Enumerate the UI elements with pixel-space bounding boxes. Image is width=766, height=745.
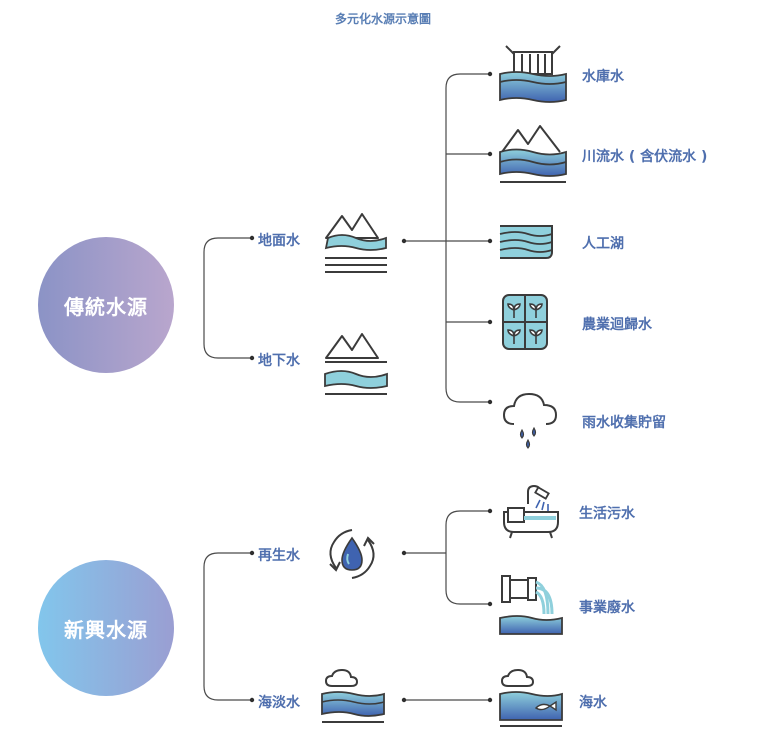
reclaimed-trunk [445,510,461,605]
industrial-wastewater-label: 事業廢水 [579,600,635,616]
dam-icon [499,45,567,103]
bathtub-icon [503,484,559,539]
surface-trunk [445,73,461,403]
traditional-bracket [203,237,252,359]
diagram-title: 多元化水源示意圖 [334,12,431,26]
recycle-drop-icon [329,529,375,579]
reservoir-water-label: 水庫水 [582,69,624,85]
sea-cloud-icon [321,668,385,723]
domestic-sewage-label: 生活污水 [579,506,635,522]
river-water-label: 川流水 ( 含伏流水 ) [582,149,708,165]
artificial-lake-label: 人工湖 [582,236,624,252]
drain-pipe-icon [499,575,563,635]
mountain-lake-icon [324,213,387,273]
rainwater-harvesting-label: 雨水收集貯留 [582,415,666,431]
farmland-icon [502,294,548,350]
lake-icon [499,225,553,259]
river-icon [499,125,567,183]
agricultural-return-water-label: 農業迴歸水 [582,317,652,333]
desalinated-water-label: 海淡水 [258,695,300,711]
seawater-label: 海水 [579,695,607,711]
rain-cloud-icon [502,392,558,449]
surface-water-label: 地面水 [258,233,300,249]
groundwater-label: 地下水 [258,353,300,369]
sea-fish-icon [499,668,563,727]
reclaimed-water-label: 再生水 [258,548,300,564]
traditional-sources-circle: 傳統水源 [38,237,174,373]
emerging-bracket [203,552,252,701]
emerging-sources-circle: 新興水源 [38,560,174,696]
groundwater-icon [324,333,388,395]
